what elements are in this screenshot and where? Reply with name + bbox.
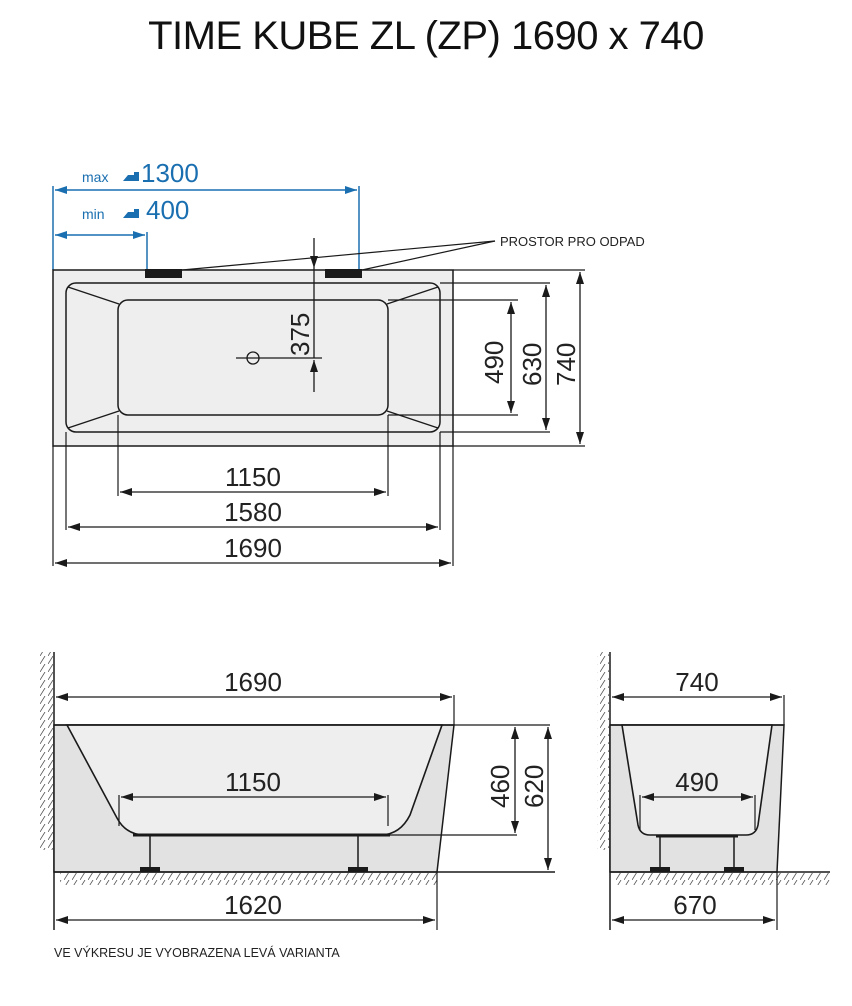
drawing-title: TIME KUBE ZL (ZP) 1690 x 740 xyxy=(148,14,704,58)
side-top-length-value: 1690 xyxy=(224,667,282,697)
side-floor-length-value: 1620 xyxy=(224,890,282,920)
tap-max-value: 1300 xyxy=(141,158,199,188)
top-view: max 1300 min 400 xyxy=(52,158,645,567)
length-rim-value: 1580 xyxy=(224,497,282,527)
side-depth-value: 460 xyxy=(485,765,515,808)
tap-min-prefix: min xyxy=(82,206,105,222)
side-height-value: 620 xyxy=(519,765,549,808)
end-floor-width-value: 670 xyxy=(673,890,716,920)
end-top-width-value: 740 xyxy=(675,667,718,697)
tap-min-value: 400 xyxy=(146,195,189,225)
drain-offset-value: 375 xyxy=(285,313,315,356)
width-inner-value: 490 xyxy=(479,341,509,384)
drain-space-label: PROSTOR PRO ODPAD xyxy=(500,234,645,249)
width-outer-value: 740 xyxy=(551,343,581,386)
drain-slot-right xyxy=(325,269,362,278)
side-view: 1690 1150 1620 460 620 xyxy=(40,652,555,930)
end-bottom-width-value: 490 xyxy=(675,767,718,797)
tap-icon xyxy=(123,172,139,181)
tap-dimension-min: min 400 xyxy=(55,195,189,270)
side-bottom-length-value: 1150 xyxy=(225,767,281,797)
footnote: VE VÝKRESU JE VYOBRAZENA LEVÁ VARIANTA xyxy=(54,946,340,960)
length-inner-value: 1150 xyxy=(225,462,281,492)
drain-slot-left xyxy=(145,269,182,278)
width-rim-value: 630 xyxy=(517,343,547,386)
length-outer-value: 1690 xyxy=(224,533,282,563)
end-view: 740 490 670 xyxy=(597,652,830,930)
tap-dimension-max: max 1300 xyxy=(52,158,360,270)
tap-icon xyxy=(123,209,139,218)
tap-max-prefix: max xyxy=(82,169,108,185)
